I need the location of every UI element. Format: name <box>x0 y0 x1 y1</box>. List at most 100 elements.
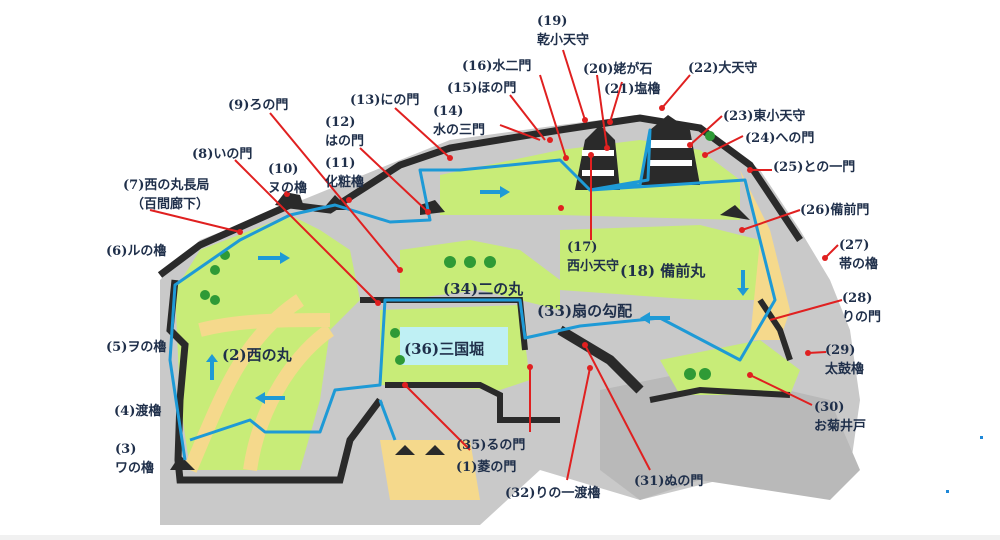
map-label-line: (13)にの門 <box>350 93 420 108</box>
map-label-line: 西小天守 <box>567 259 620 274</box>
stray-dot <box>946 490 949 493</box>
map-label-33: (33)扇の勾配 <box>537 302 632 321</box>
map-label-1: (1)菱の門 <box>456 458 516 477</box>
map-label-6: (6)ルの櫓 <box>106 242 166 261</box>
map-label-17: (17) 西小天守 <box>567 238 619 276</box>
map-label-line: (7)西の丸長局 <box>123 178 210 193</box>
map-label-line: (20)姥が石 <box>583 62 653 77</box>
map-label-line: （百間廊下） <box>131 197 210 212</box>
map-label-line: (2)西の丸 <box>222 346 292 364</box>
location-markers <box>237 105 828 388</box>
map-label-5: (5)ヲの櫓 <box>106 338 166 357</box>
map-label-line: (28) <box>842 291 873 306</box>
visit-route <box>168 128 777 461</box>
map-label-line: ヌの櫓 <box>268 181 308 196</box>
ogi-wall <box>557 325 644 394</box>
map-label-line: (11) <box>325 156 356 171</box>
map-label-line: ワの櫓 <box>115 461 155 476</box>
map-label-line: (34)二の丸 <box>443 280 524 298</box>
map-label-9: (9)ろの門 <box>228 96 288 115</box>
nishinomaru-path <box>183 294 335 473</box>
route-entry <box>378 399 397 441</box>
map-label-4: (4)渡櫓 <box>114 402 161 421</box>
map-label-7: (7)西の丸長局 （百間廊下） <box>123 176 209 214</box>
map-label-29: (29) 太鼓櫓 <box>825 341 864 379</box>
map-label-line: (19) <box>537 14 568 29</box>
bizenmaru-lawn <box>560 225 760 300</box>
map-label-line: (5)ヲの櫓 <box>106 340 167 355</box>
map-label-11: (11) 化粧櫓 <box>325 154 364 192</box>
route-arrows <box>206 186 749 404</box>
map-label-36: (36)三国堀 <box>404 340 484 359</box>
map-label-line: 太鼓櫓 <box>825 362 865 377</box>
map-label-line: (8)いの門 <box>192 147 253 162</box>
map-label-line: (12) <box>325 115 356 130</box>
leader-lines <box>149 49 843 481</box>
map-label-14: (14) 水の三門 <box>433 102 485 140</box>
map-label-18: (18) 備前丸 <box>620 262 705 281</box>
inner-wall <box>385 382 560 423</box>
map-label-line: (33)扇の勾配 <box>537 302 633 320</box>
trees <box>200 131 715 380</box>
map-label-line: (15)ほの門 <box>447 81 517 96</box>
map-label-line: (32)りの一渡櫓 <box>505 486 601 501</box>
map-label-line: 化粧櫓 <box>325 175 365 190</box>
lower-stone <box>600 370 860 500</box>
map-label-19: (19) 乾小天守 <box>537 12 589 50</box>
map-label-line: (21)塩櫓 <box>604 82 661 97</box>
map-label-3: (3) ワの櫓 <box>115 440 154 478</box>
map-label-line: (17) <box>567 240 598 255</box>
map-label-32: (32)りの一渡櫓 <box>505 484 600 503</box>
map-label-line: (36)三国堀 <box>404 340 485 358</box>
map-label-line: (30) <box>814 400 845 415</box>
main-keep <box>575 115 700 190</box>
map-label-15: (15)ほの門 <box>447 79 516 98</box>
map-label-line: (24)への門 <box>745 131 815 146</box>
map-label-line: (16)水二門 <box>462 59 532 74</box>
map-label-line: (6)ルの櫓 <box>106 244 167 259</box>
map-label-line: (1)菱の門 <box>456 460 517 475</box>
map-label-8: (8)いの門 <box>192 145 252 164</box>
east-wall <box>757 298 793 361</box>
map-label-line: (18) 備前丸 <box>620 262 706 280</box>
map-label-line: (29) <box>825 343 856 358</box>
map-label-2: (2)西の丸 <box>222 346 292 365</box>
map-label-21: (21)塩櫓 <box>604 80 660 99</box>
map-label-line: (35)るの門 <box>456 438 526 453</box>
south-wall <box>649 386 791 403</box>
map-label-28: (28)りの門 <box>842 289 881 327</box>
map-label-line: お菊井戸 <box>814 419 867 434</box>
map-label-30: (30) お菊井戸 <box>814 398 866 436</box>
map-label-24: (24)への門 <box>745 129 814 148</box>
map-label-line: 帯の櫓 <box>839 257 879 272</box>
map-label-31: (31)ぬの門 <box>634 472 703 491</box>
map-label-line: 水の三門 <box>433 123 486 138</box>
map-label-line: (10) <box>268 162 299 177</box>
map-label-line: (31)ぬの門 <box>634 474 704 489</box>
map-label-16: (16)水二門 <box>462 57 531 76</box>
map-label-line: (4)渡櫓 <box>114 404 162 419</box>
map-label-line: (26)備前門 <box>800 203 870 218</box>
outer-wall <box>157 114 803 278</box>
map-label-line: (25)との一門 <box>773 160 856 175</box>
map-label-line: (14) <box>433 104 464 119</box>
map-label-line: (22)大天守 <box>688 61 758 76</box>
map-label-13: (13)にの門 <box>350 91 419 110</box>
map-label-line: (23)東小天守 <box>723 109 806 124</box>
map-label-25: (25)との一門 <box>773 158 855 177</box>
map-label-20: (20)姥が石 <box>583 60 652 79</box>
map-label-35: (35)るの門 <box>456 436 525 455</box>
map-label-26: (26)備前門 <box>800 201 869 220</box>
bottom-strip <box>0 535 1000 540</box>
map-label-34: (34)二の丸 <box>443 280 523 299</box>
map-label-10: (10) ヌの櫓 <box>268 160 307 198</box>
map-label-line: はの門 <box>325 134 365 149</box>
ninomaru-lawn <box>400 240 560 310</box>
sangoku-moat <box>400 327 508 365</box>
map-label-23: (23)東小天守 <box>723 107 805 126</box>
map-label-line: (3) <box>115 442 137 457</box>
stray-dot <box>980 436 983 439</box>
map-label-line: 乾小天守 <box>537 33 590 48</box>
map-label-22: (22)大天守 <box>688 59 757 78</box>
